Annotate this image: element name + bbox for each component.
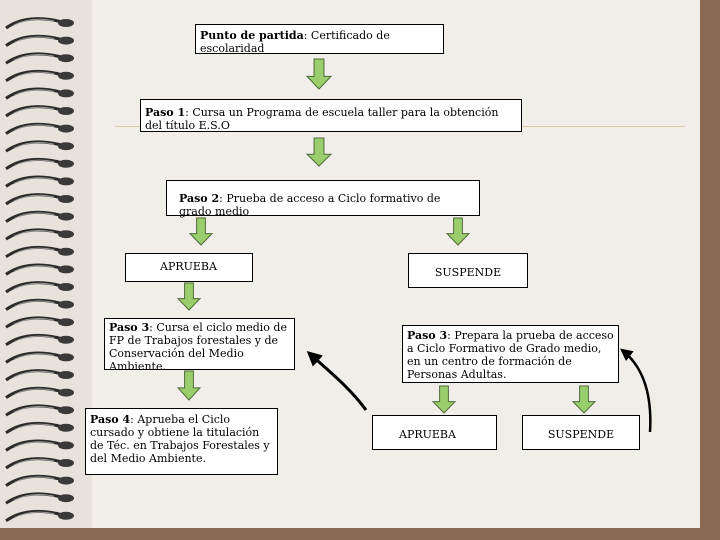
paso3a-label: Paso 3: [109, 321, 150, 334]
binding-ring: [5, 333, 74, 347]
binding-ring: [5, 34, 74, 47]
binding-ring: [5, 351, 74, 364]
start-box: Punto de partida: Certificado de escolar…: [195, 24, 444, 55]
binding-ring: [5, 457, 74, 470]
binding-ring: [5, 263, 74, 276]
suspende-box-2: SUSPENDE: [522, 415, 640, 450]
paso3a-text: : Cursa el ciclo medio de FP de Trabajos…: [109, 321, 287, 373]
binding-ring: [5, 157, 74, 171]
binding-ring: [5, 245, 74, 259]
paso2-box: Paso 2: Prueba de acceso a Ciclo formati…: [166, 180, 480, 218]
binding-ring: [5, 52, 74, 65]
arrow-aprueba-paso3a: [176, 282, 202, 311]
arrow-paso3a-paso4: [176, 370, 202, 401]
paso1-box: Paso 1: Cursa un Programa de escuela tal…: [140, 99, 522, 132]
binding-ring: [5, 298, 74, 311]
aprueba-box-1: APRUEBA: [125, 253, 253, 282]
binding-ring: [5, 439, 74, 452]
binding-ring: [5, 404, 74, 417]
binding-ring: [5, 193, 74, 206]
arrow-paso2-aprueba: [188, 217, 214, 246]
paso4-text: : Aprueba el Ciclo cursado y obtiene la …: [90, 413, 270, 465]
binding-ring: [5, 228, 74, 241]
binding-ring: [5, 175, 74, 188]
paso4-label: Paso 4: [90, 413, 131, 426]
spiral-binding: [5, 17, 74, 523]
binding-ring: [5, 386, 74, 399]
binding-ring: [5, 281, 74, 294]
start-label: Punto de partida: [200, 29, 304, 42]
arrow-paso1-paso2: [305, 137, 333, 167]
suspende-text-2: SUSPENDE: [547, 428, 615, 441]
binding-ring: [5, 69, 74, 83]
binding-ring: [5, 509, 74, 523]
binding-ring: [5, 316, 74, 329]
arrow-paso3b-suspende: [571, 385, 597, 414]
start-text: : Certificado de escolaridad: [200, 29, 390, 55]
aprueba-text-1: APRUEBA: [160, 260, 217, 273]
paso3b-text: : Prepara la prueba de acceso a Ciclo Fo…: [407, 329, 614, 381]
binding-ring: [5, 87, 74, 100]
binding-ring: [5, 17, 74, 30]
binding-ring: [5, 369, 74, 382]
binding-ring: [5, 122, 74, 135]
binding-ring: [5, 492, 74, 505]
arrow-start-paso1: [305, 58, 333, 90]
suspende-box-1: SUSPENDE: [408, 253, 528, 288]
binding-ring: [5, 140, 74, 153]
arrow-paso2-suspende: [445, 217, 471, 246]
paso3b-box: Paso 3: Prepara la prueba de acceso a Ci…: [402, 325, 619, 383]
paso2-text: : Prueba de acceso a Ciclo formativo de …: [179, 192, 441, 218]
aprueba-text-2: APRUEBA: [399, 428, 456, 441]
binding-ring: [5, 421, 74, 435]
binding-ring: [5, 474, 74, 487]
paso4-box: Paso 4: Aprueba el Ciclo cursado y obtie…: [85, 408, 278, 475]
aprueba-box-2: APRUEBA: [372, 415, 497, 450]
binding-ring: [5, 210, 74, 223]
curved-arrow-left: [306, 350, 368, 411]
paso1-text: : Cursa un Programa de escuela taller pa…: [145, 106, 499, 132]
paso3a-box: Paso 3: Cursa el ciclo medio de FP de Tr…: [104, 318, 295, 373]
paso1-label: Paso 1: [145, 106, 186, 119]
paso2-label: Paso 2: [179, 192, 220, 205]
arrow-paso3b-aprueba: [431, 385, 457, 414]
paso3b-label: Paso 3: [407, 329, 448, 342]
binding-ring: [5, 105, 74, 118]
curved-arrow-right: [620, 348, 652, 433]
suspende-text-1: SUSPENDE: [434, 266, 502, 279]
